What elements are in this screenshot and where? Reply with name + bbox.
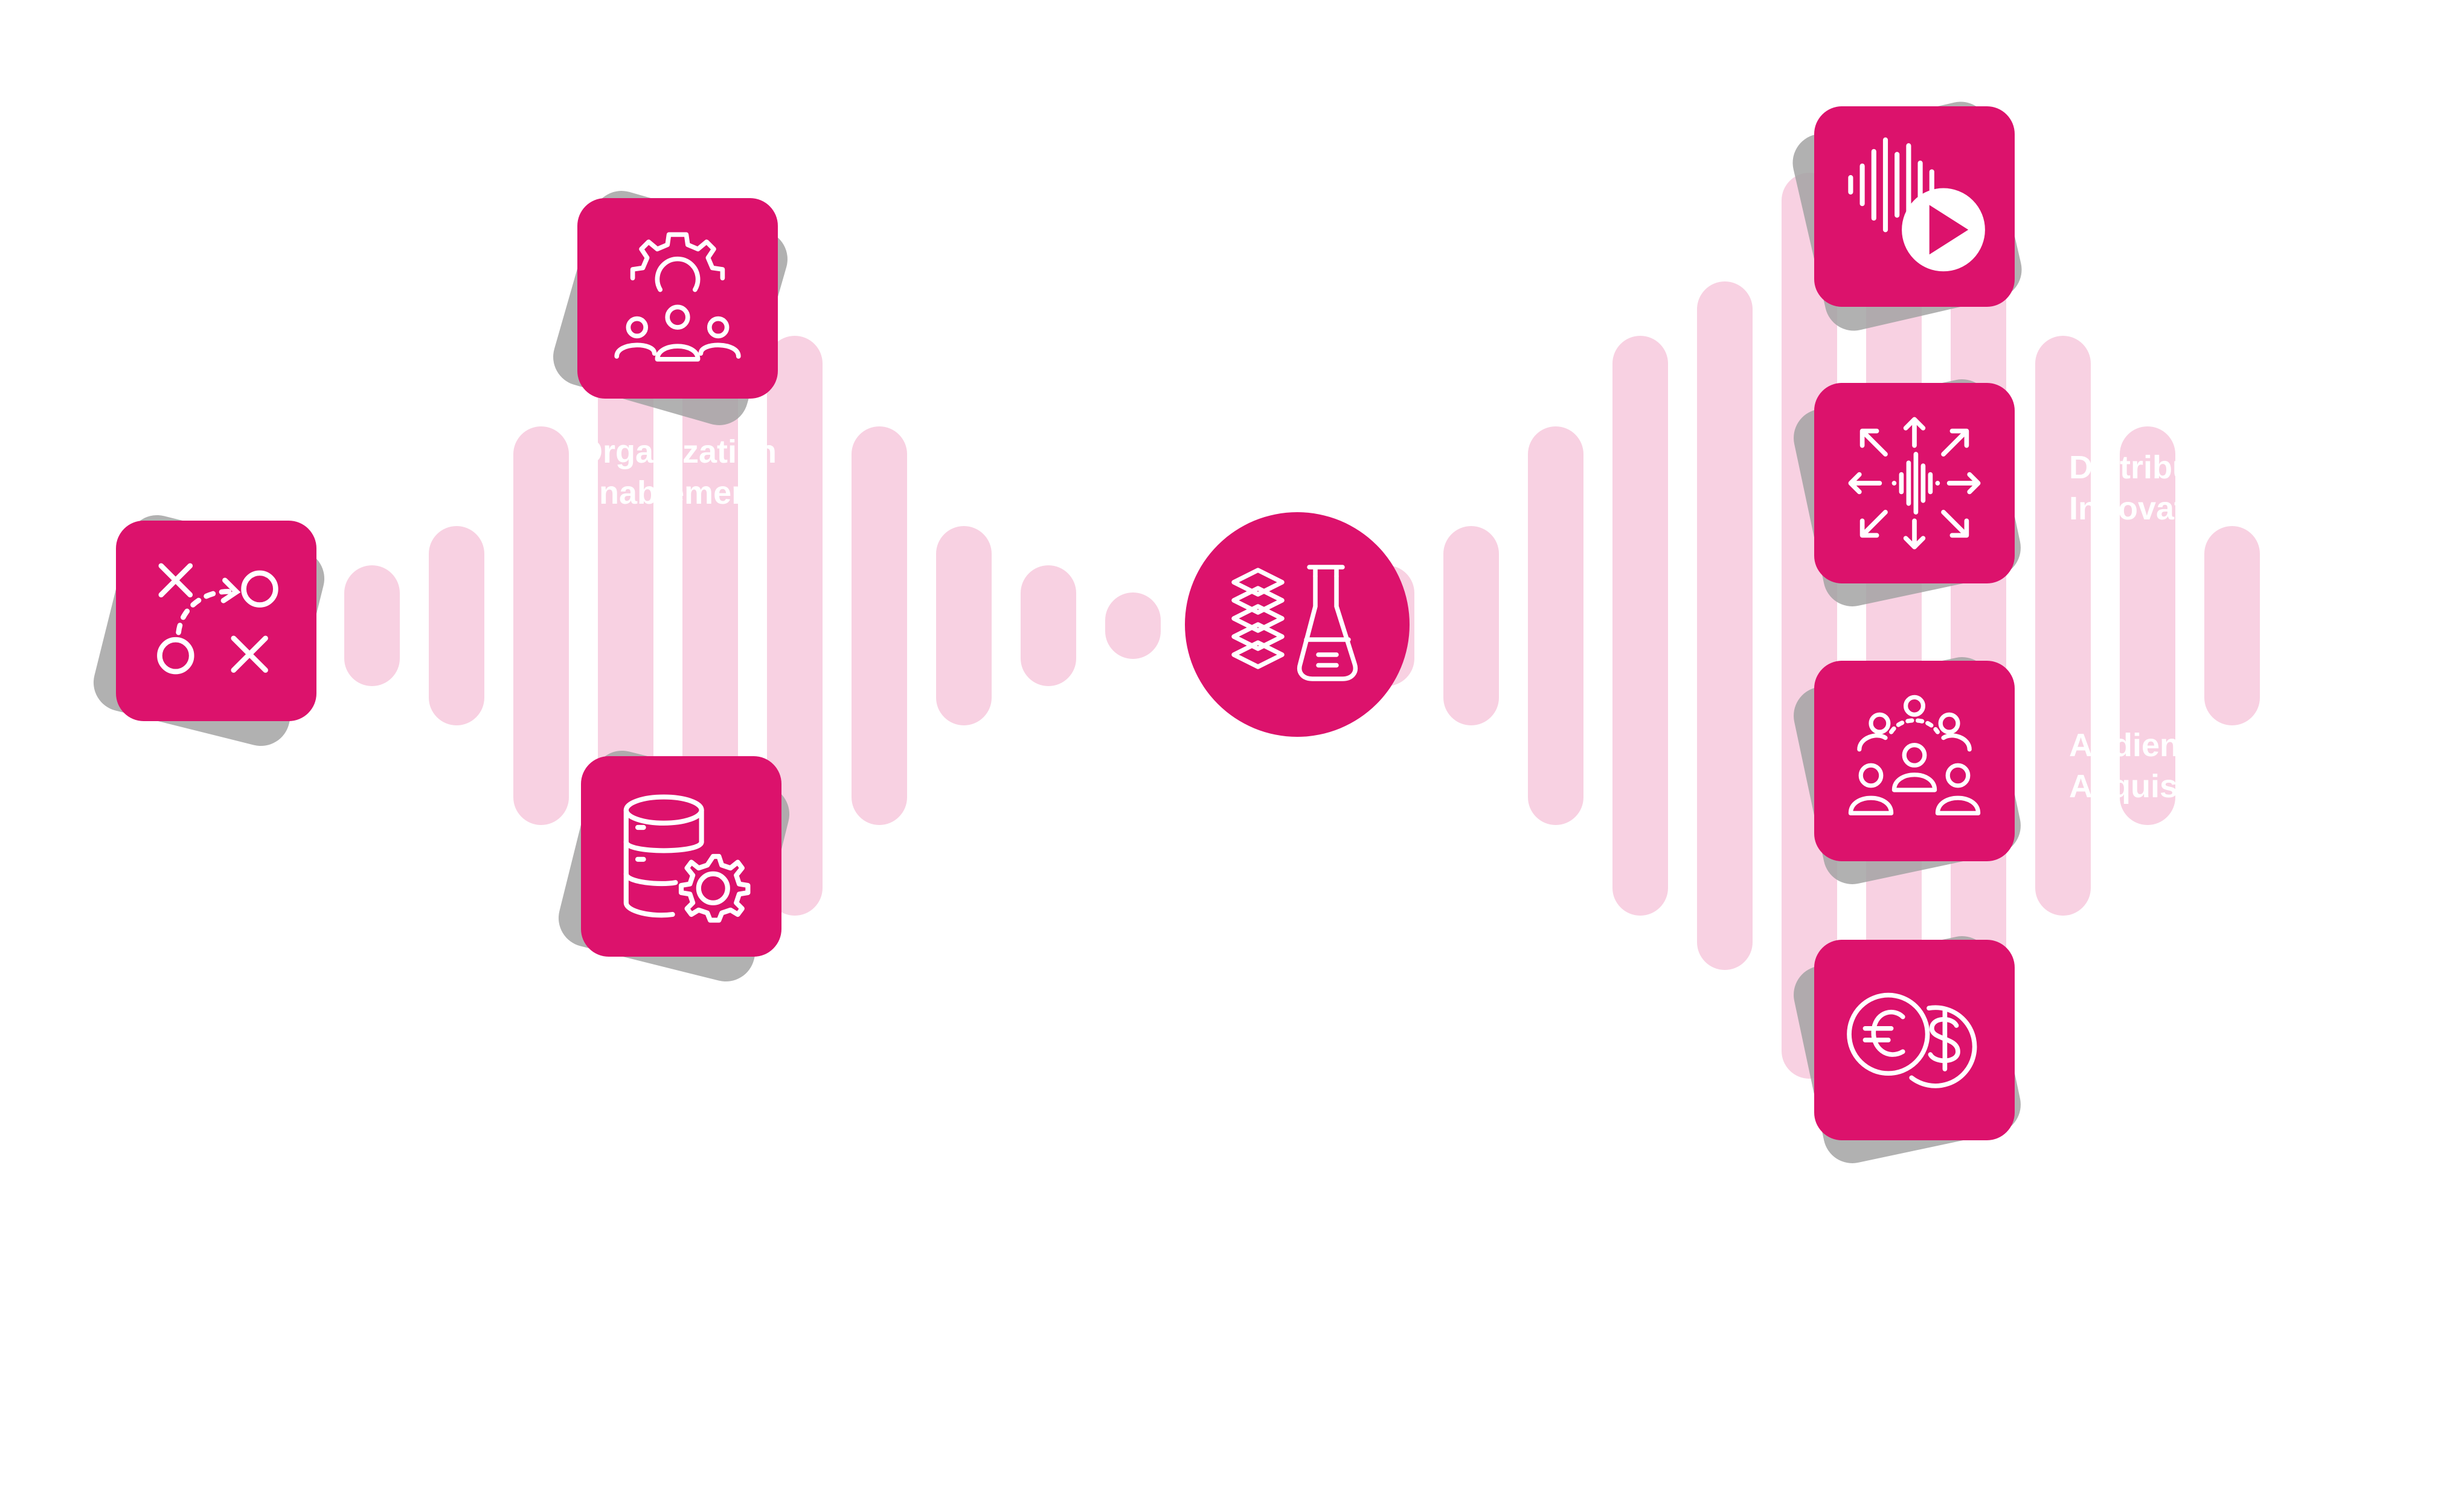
team-gear-icon bbox=[614, 232, 741, 362]
distribution-innovation-label: Distribution Innovation bbox=[2069, 449, 2190, 527]
wave-bar bbox=[2204, 526, 2260, 725]
wave-bar bbox=[936, 526, 992, 725]
strategy-tile[interactable] bbox=[87, 509, 331, 753]
wave-bar bbox=[1021, 565, 1076, 686]
wave-bar bbox=[1105, 592, 1161, 659]
euro-dollar-coins-icon bbox=[1847, 992, 1977, 1088]
data-tile[interactable] bbox=[552, 744, 796, 988]
strategy-play-icon bbox=[157, 563, 278, 675]
wave-bar bbox=[2120, 426, 2175, 825]
organization-tile[interactable] bbox=[546, 184, 795, 432]
wave-bar bbox=[429, 526, 484, 725]
wave-bar bbox=[1951, 239, 2006, 1012]
lab-circle[interactable] bbox=[1185, 512, 1410, 737]
distribution-tile[interactable] bbox=[1788, 374, 2026, 612]
audio-distribution-icon bbox=[1848, 417, 1981, 550]
wave-bar bbox=[1866, 206, 1922, 1045]
audio-play-icon bbox=[1848, 137, 1985, 272]
database-gear-icon bbox=[623, 794, 751, 923]
media-tile[interactable] bbox=[1786, 95, 2028, 337]
wave-bar bbox=[1782, 173, 1837, 1079]
wave-bar bbox=[852, 426, 907, 825]
layers-flask-icon bbox=[1231, 565, 1358, 681]
wave-bar bbox=[513, 426, 569, 825]
audience-acquisition-label: Audience Acquisition bbox=[2069, 727, 2190, 804]
wave-bar bbox=[1528, 426, 1583, 825]
wave-bar bbox=[1443, 526, 1499, 725]
wave-bar bbox=[1612, 336, 1668, 916]
monetization-tile[interactable] bbox=[1788, 931, 2026, 1169]
organization-enablement-label: Organization Enablement bbox=[577, 434, 777, 511]
audience-group-icon bbox=[1848, 695, 1981, 815]
wave-bar bbox=[344, 565, 400, 686]
wave-bar bbox=[1697, 281, 1753, 970]
audience-tile[interactable] bbox=[1788, 652, 2026, 890]
wave-bar bbox=[2035, 336, 2091, 916]
